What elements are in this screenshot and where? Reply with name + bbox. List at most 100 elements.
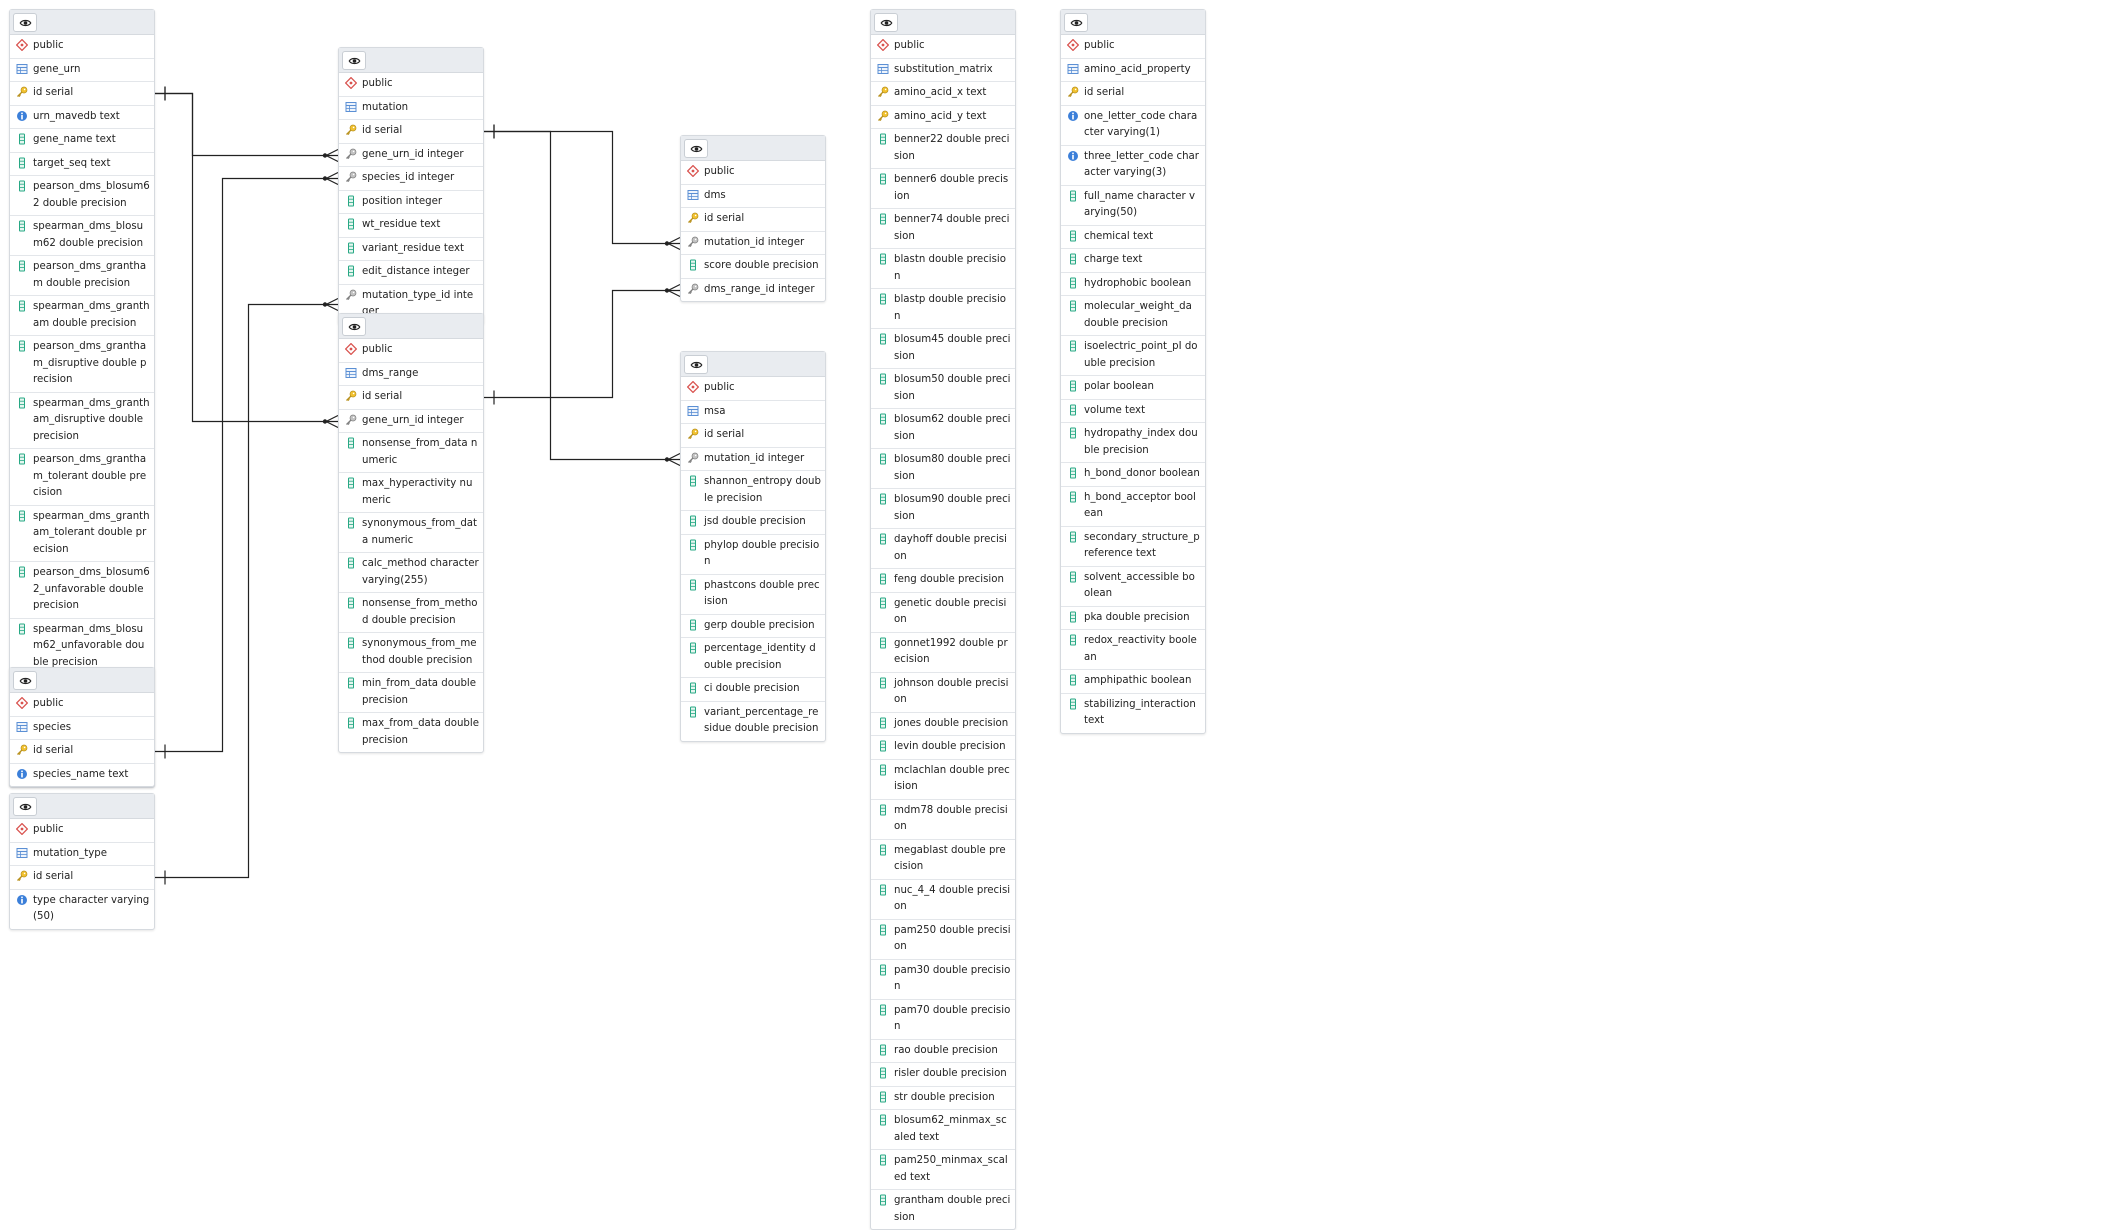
column-row[interactable]: id serial (10, 740, 154, 764)
table-header[interactable] (871, 10, 1015, 35)
eye-icon[interactable] (684, 139, 708, 158)
table-name-row[interactable]: substitution_matrix (871, 59, 1015, 82)
column-row[interactable]: hydropathy_index double precision (1061, 423, 1205, 463)
column-row[interactable]: isoelectric_point_pI double precision (1061, 336, 1205, 376)
column-row[interactable]: id serial (681, 424, 825, 448)
column-row[interactable]: mclachlan double precision (871, 760, 1015, 800)
column-row[interactable]: gene_urn_id integer (339, 410, 483, 433)
column-row[interactable]: gene_name text (10, 129, 154, 153)
column-row[interactable]: blastp double precision (871, 289, 1015, 329)
column-row[interactable]: pam250 double precision (871, 920, 1015, 960)
column-row[interactable]: nonsense_from_method double precision (339, 593, 483, 633)
table-header[interactable] (10, 668, 154, 693)
column-row[interactable]: polar boolean (1061, 376, 1205, 400)
table-name-row[interactable]: dms (681, 185, 825, 208)
column-row[interactable]: jones double precision (871, 713, 1015, 736)
eye-icon[interactable] (342, 317, 366, 336)
column-row[interactable]: mutation_id integer (681, 448, 825, 471)
column-row[interactable]: molecular_weight_da double precision (1061, 296, 1205, 336)
eye-icon[interactable] (342, 51, 366, 70)
column-row[interactable]: species_name text (10, 764, 154, 787)
table-header[interactable] (339, 314, 483, 339)
column-row[interactable]: nuc_4_4 double precision (871, 880, 1015, 920)
column-row[interactable]: synonymous_from_data numeric (339, 513, 483, 553)
column-row[interactable]: rao double precision (871, 1040, 1015, 1063)
column-row[interactable]: amino_acid_x text (871, 82, 1015, 106)
column-row[interactable]: pam70 double precision (871, 1000, 1015, 1040)
table-header[interactable] (339, 48, 483, 73)
column-row[interactable]: spearman_dms_blosum62 double precision (10, 216, 154, 256)
column-row[interactable]: synonymous_from_method double precision (339, 633, 483, 673)
table-name-row[interactable]: dms_range (339, 363, 483, 386)
column-row[interactable]: full_name character varying(50) (1061, 186, 1205, 226)
column-row[interactable]: str double precision (871, 1087, 1015, 1110)
column-row[interactable]: johnson double precision (871, 673, 1015, 713)
column-row[interactable]: dms_range_id integer (681, 279, 825, 302)
column-row[interactable]: hydrophobic boolean (1061, 273, 1205, 296)
eye-icon[interactable] (13, 797, 37, 816)
column-row[interactable]: percentage_identity double precision (681, 638, 825, 678)
column-row[interactable]: id serial (10, 82, 154, 106)
column-row[interactable]: id serial (339, 120, 483, 144)
column-row[interactable]: stabilizing_interaction text (1061, 694, 1205, 733)
column-row[interactable]: genetic double precision (871, 593, 1015, 633)
table-name-row[interactable]: gene_urn (10, 59, 154, 82)
table-name-row[interactable]: amino_acid_property (1061, 59, 1205, 82)
eye-icon[interactable] (13, 671, 37, 690)
column-row[interactable]: megablast double precision (871, 840, 1015, 880)
column-row[interactable]: edit_distance integer (339, 261, 483, 285)
column-row[interactable]: calc_method character varying(255) (339, 553, 483, 593)
column-row[interactable]: blosum90 double precision (871, 489, 1015, 529)
column-row[interactable]: ci double precision (681, 678, 825, 702)
schema-row[interactable]: public (10, 693, 154, 717)
column-row[interactable]: mdm78 double precision (871, 800, 1015, 840)
column-row[interactable]: id serial (339, 386, 483, 410)
schema-row[interactable]: public (339, 73, 483, 97)
column-row[interactable]: spearman_dms_grantham_tolerant double pr… (10, 506, 154, 562)
column-row[interactable]: pearson_dms_grantham double precision (10, 256, 154, 296)
column-row[interactable]: benner22 double precision (871, 129, 1015, 169)
schema-row[interactable]: public (1061, 35, 1205, 59)
schema-row[interactable]: public (10, 819, 154, 843)
column-row[interactable]: blosum62_minmax_scaled text (871, 1110, 1015, 1150)
column-row[interactable]: three_letter_code character varying(3) (1061, 146, 1205, 186)
column-row[interactable]: max_from_data double precision (339, 713, 483, 752)
table-name-row[interactable]: mutation (339, 97, 483, 120)
column-row[interactable]: redox_reactivity boolean (1061, 630, 1205, 670)
column-row[interactable]: feng double precision (871, 569, 1015, 593)
column-row[interactable]: position integer (339, 191, 483, 214)
column-row[interactable]: h_bond_acceptor boolean (1061, 487, 1205, 527)
column-row[interactable]: nonsense_from_data numeric (339, 433, 483, 473)
schema-row[interactable]: public (339, 339, 483, 363)
column-row[interactable]: gerp double precision (681, 615, 825, 638)
column-row[interactable]: id serial (1061, 82, 1205, 106)
table-header[interactable] (681, 136, 825, 161)
schema-row[interactable]: public (681, 161, 825, 185)
column-row[interactable]: mutation_type_id integer (339, 285, 483, 324)
column-row[interactable]: spearman_dms_grantham double precision (10, 296, 154, 336)
column-row[interactable]: variant_residue text (339, 238, 483, 261)
column-row[interactable]: pka double precision (1061, 607, 1205, 630)
column-row[interactable]: pearson_dms_grantham_tolerant double pre… (10, 449, 154, 506)
table-name-row[interactable]: mutation_type (10, 843, 154, 866)
column-row[interactable]: pearson_dms_blosum62 double precision (10, 176, 154, 216)
column-row[interactable]: dayhoff double precision (871, 529, 1015, 569)
column-row[interactable]: jsd double precision (681, 511, 825, 535)
column-row[interactable]: benner6 double precision (871, 169, 1015, 209)
table-name-row[interactable]: species (10, 717, 154, 740)
column-row[interactable]: blastn double precision (871, 249, 1015, 289)
table-header[interactable] (681, 352, 825, 377)
column-row[interactable]: risler double precision (871, 1063, 1015, 1087)
eye-icon[interactable] (1064, 13, 1088, 32)
column-row[interactable]: pearson_dms_blosum62_unfavorable double … (10, 562, 154, 619)
table-header[interactable] (10, 10, 154, 35)
table-header[interactable] (1061, 10, 1205, 35)
